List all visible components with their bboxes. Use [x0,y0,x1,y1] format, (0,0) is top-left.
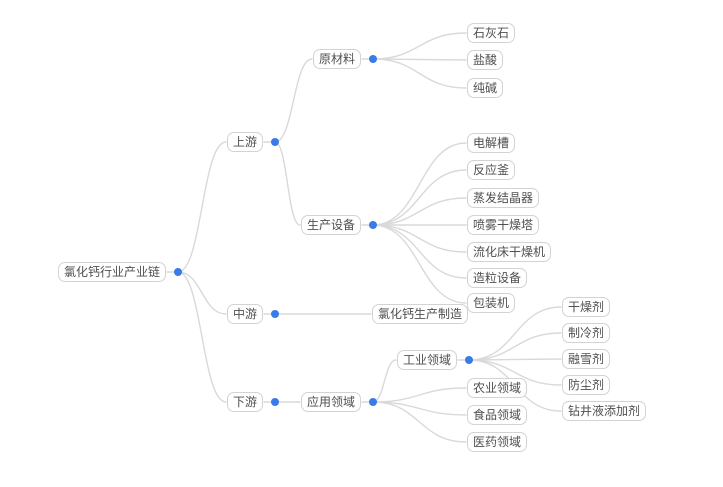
node-electrolytic-cell[interactable]: 电解槽 [467,133,516,153]
edge-root-to-midstream [177,271,227,315]
node-dust-suppressant[interactable]: 防尘剂 [562,375,611,395]
node-soda-ash[interactable]: 纯碱 [467,78,504,98]
edge-application-fields-to-agriculture-field [372,387,467,403]
edge-upstream-to-production-equipment [274,141,301,226]
node-industrial-field[interactable]: 工业领域 [397,350,458,370]
node-production-equipment[interactable]: 生产设备 [301,215,362,235]
node-downstream[interactable]: 下游 [227,392,264,412]
node-limestone[interactable]: 石灰石 [467,23,516,43]
node-granulation-equipment[interactable]: 造粒设备 [467,268,528,288]
edge-production-equipment-to-evaporative-crystallizer [372,197,467,226]
edge-industrial-field-to-dust-suppressant [468,359,562,386]
node-refrigerant[interactable]: 制冷剂 [562,323,611,343]
node-upstream[interactable]: 上游 [227,132,264,152]
node-food-field[interactable]: 食品领域 [467,405,528,425]
edge-production-equipment-to-fluidized-bed-dryer [372,224,467,253]
edge-raw-materials-to-soda-ash [372,58,467,89]
node-snow-melting-agent[interactable]: 融雪剂 [562,349,611,369]
node-agriculture-field[interactable]: 农业领域 [467,378,528,398]
node-packaging-machine[interactable]: 包装机 [467,293,516,313]
expand-dot-production-equipment[interactable] [369,221,377,229]
node-pharma-field[interactable]: 医药领域 [467,432,528,452]
node-fluidized-bed-dryer[interactable]: 流化床干燥机 [467,242,552,262]
node-root[interactable]: 氯化钙行业产业链 [58,262,167,282]
node-evaporative-crystallizer[interactable]: 蒸发结晶器 [467,188,540,208]
edge-production-equipment-to-packaging-machine [372,224,467,304]
expand-dot-midstream[interactable] [271,310,279,318]
expand-dot-upstream[interactable] [271,138,279,146]
edge-application-fields-to-pharma-field [372,401,467,443]
edge-production-equipment-to-electrolytic-cell [372,142,467,226]
edge-upstream-to-raw-materials [274,58,313,143]
edge-root-to-downstream [177,271,227,403]
edge-application-fields-to-food-field [372,401,467,416]
edge-raw-materials-to-limestone [372,32,467,60]
node-reaction-kettle[interactable]: 反应釜 [467,160,516,180]
edge-industrial-field-to-desiccant [468,306,562,361]
node-desiccant[interactable]: 干燥剂 [562,297,611,317]
expand-dot-application-fields[interactable] [369,398,377,406]
node-drilling-fluid-additive[interactable]: 钻井液添加剂 [562,401,647,421]
node-hydrochloric-acid[interactable]: 盐酸 [467,50,504,70]
edge-root-to-upstream [177,141,227,273]
node-cacl2-manufacturing[interactable]: 氯化钙生产制造 [372,304,469,324]
node-spray-drying-tower[interactable]: 喷雾干燥塔 [467,215,540,235]
expand-dot-downstream[interactable] [271,398,279,406]
edge-industrial-field-to-snow-melting-agent [468,358,562,361]
edge-industrial-field-to-refrigerant [468,332,562,361]
node-raw-materials[interactable]: 原材料 [313,49,362,69]
node-midstream[interactable]: 中游 [227,304,264,324]
expand-dot-root[interactable] [174,268,182,276]
expand-dot-industrial-field[interactable] [465,356,473,364]
expand-dot-raw-materials[interactable] [369,55,377,63]
edge-raw-materials-to-hydrochloric-acid [372,58,467,61]
edge-production-equipment-to-reaction-kettle [372,169,467,226]
node-application-fields[interactable]: 应用领域 [301,392,362,412]
